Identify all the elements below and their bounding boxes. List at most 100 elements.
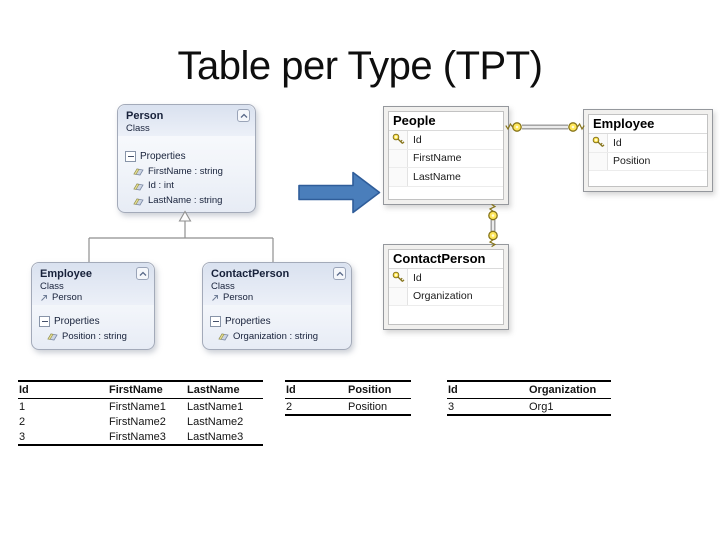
- class-box-employee: Employee Class Person Properties Positio…: [31, 262, 155, 350]
- table-header-row: Id Position: [285, 381, 411, 399]
- row-selector: [389, 287, 408, 305]
- db-column-row: Id: [589, 134, 707, 153]
- base-class-label: Person: [223, 292, 254, 304]
- data-table-employee: Id Position 2 Position: [285, 380, 411, 416]
- base-class-label: Person: [52, 292, 83, 304]
- class-name: ContactPerson: [211, 268, 290, 280]
- collapse-minus-icon[interactable]: [125, 151, 136, 163]
- data-table-people: Id FirstName LastName 1 FirstName1 LastN…: [18, 380, 263, 446]
- cell: LastName2: [187, 415, 244, 428]
- page-title: Table per Type (TPT): [177, 44, 543, 88]
- primary-key-icon: [392, 133, 404, 145]
- column-header: Id: [447, 381, 528, 399]
- db-column-row: Id: [389, 269, 503, 288]
- column-header: LastName: [186, 381, 263, 399]
- key-end-icon: [512, 122, 522, 132]
- property-icon: [133, 183, 144, 191]
- class-header: ContactPerson Class Person: [203, 263, 351, 306]
- key-end-icon: [488, 230, 498, 241]
- class-header: Employee Class Person: [32, 263, 154, 306]
- inherits-arrow-icon: [41, 295, 47, 302]
- properties-label: Properties: [225, 316, 271, 328]
- db-table-title: People: [389, 112, 503, 131]
- class-box-person: Person Class Properties FirstName : stri…: [117, 104, 256, 213]
- collapse-chevron-icon[interactable]: [333, 267, 346, 280]
- property-icon: [218, 333, 229, 341]
- class-kind: Class: [211, 280, 235, 292]
- property-label: FirstName : string: [148, 165, 223, 177]
- collapse-chevron-icon[interactable]: [136, 267, 149, 280]
- property-row: Id : int: [118, 179, 255, 194]
- db-column-row: Id: [389, 131, 503, 150]
- table-row: 2 Position: [285, 399, 411, 416]
- table-header-row: Id Organization: [447, 381, 611, 399]
- primary-key-icon: [392, 271, 404, 283]
- table-row: 2 FirstName2 LastName2: [18, 414, 263, 429]
- key-tail-icon: [488, 203, 497, 212]
- column-header: Id: [285, 381, 347, 399]
- column-name: LastName: [413, 170, 461, 183]
- base-class-row: Person: [40, 292, 146, 303]
- properties-compartment[interactable]: Properties: [203, 314, 351, 329]
- db-table-employee: Employee Id Position: [583, 109, 713, 192]
- column-header: Organization: [528, 381, 611, 399]
- column-name: Id: [613, 136, 622, 149]
- cell: 3: [19, 430, 26, 443]
- cell: LastName1: [187, 400, 244, 413]
- column-header: FirstName: [108, 381, 186, 399]
- cell: FirstName3: [109, 430, 166, 443]
- table-row: 3 FirstName3 LastName3: [18, 429, 263, 445]
- row-selector: [389, 131, 408, 149]
- cell: 2: [286, 400, 293, 413]
- row-selector: [589, 134, 608, 152]
- key-end-icon: [568, 122, 578, 132]
- row-selector: [389, 168, 408, 186]
- cell: Org1: [529, 400, 554, 413]
- table-row: 1 FirstName1 LastName1: [18, 399, 263, 415]
- class-box-contactperson: ContactPerson Class Person Properties Or…: [202, 262, 352, 350]
- column-name: Organization: [413, 290, 473, 303]
- column-name: Id: [413, 271, 422, 284]
- db-table-title: Employee: [589, 115, 707, 134]
- class-name: Employee: [40, 268, 92, 280]
- column-name: FirstName: [413, 152, 462, 165]
- row-selector: [389, 269, 408, 287]
- cell: LastName3: [187, 430, 244, 443]
- relationship-people-contactperson: [488, 203, 498, 248]
- class-kind: Class: [126, 122, 150, 134]
- class-kind: Class: [40, 280, 64, 292]
- data-table-contactperson: Id Organization 3 Org1: [447, 380, 611, 416]
- properties-compartment[interactable]: Properties: [32, 314, 154, 329]
- collapse-minus-icon[interactable]: [39, 316, 50, 328]
- db-column-row: Organization: [389, 287, 503, 306]
- relationship-people-employee: [505, 122, 585, 132]
- table-header-row: Id FirstName LastName: [18, 381, 263, 399]
- collapse-chevron-icon[interactable]: [237, 109, 250, 122]
- class-header: Person Class: [118, 105, 255, 137]
- collapse-minus-icon[interactable]: [210, 316, 221, 328]
- cell: 1: [19, 400, 26, 413]
- db-table-title: ContactPerson: [389, 250, 503, 269]
- column-name: Id: [413, 133, 422, 146]
- property-label: Organization : string: [233, 330, 319, 342]
- class-name: Person: [126, 110, 164, 122]
- cell: 2: [19, 415, 26, 428]
- db-table-contactperson: ContactPerson Id Organization: [383, 244, 509, 330]
- base-class-row: Person: [211, 292, 343, 303]
- property-row: Organization : string: [203, 329, 351, 344]
- column-header: Position: [347, 381, 411, 399]
- property-row: FirstName : string: [118, 164, 255, 179]
- property-icon: [47, 333, 58, 341]
- cell: FirstName2: [109, 415, 166, 428]
- row-selector: [589, 152, 608, 170]
- column-header: Id: [18, 381, 108, 399]
- column-name: Position: [613, 155, 651, 168]
- key-end-icon: [488, 210, 498, 221]
- inheritance-lines: [88, 221, 274, 262]
- property-row: LastName : string: [118, 194, 255, 209]
- table-row: 3 Org1: [447, 399, 611, 416]
- db-column-row: FirstName: [389, 149, 503, 168]
- primary-key-icon: [592, 136, 604, 148]
- property-row: Position : string: [32, 329, 154, 344]
- properties-compartment[interactable]: Properties: [118, 149, 255, 164]
